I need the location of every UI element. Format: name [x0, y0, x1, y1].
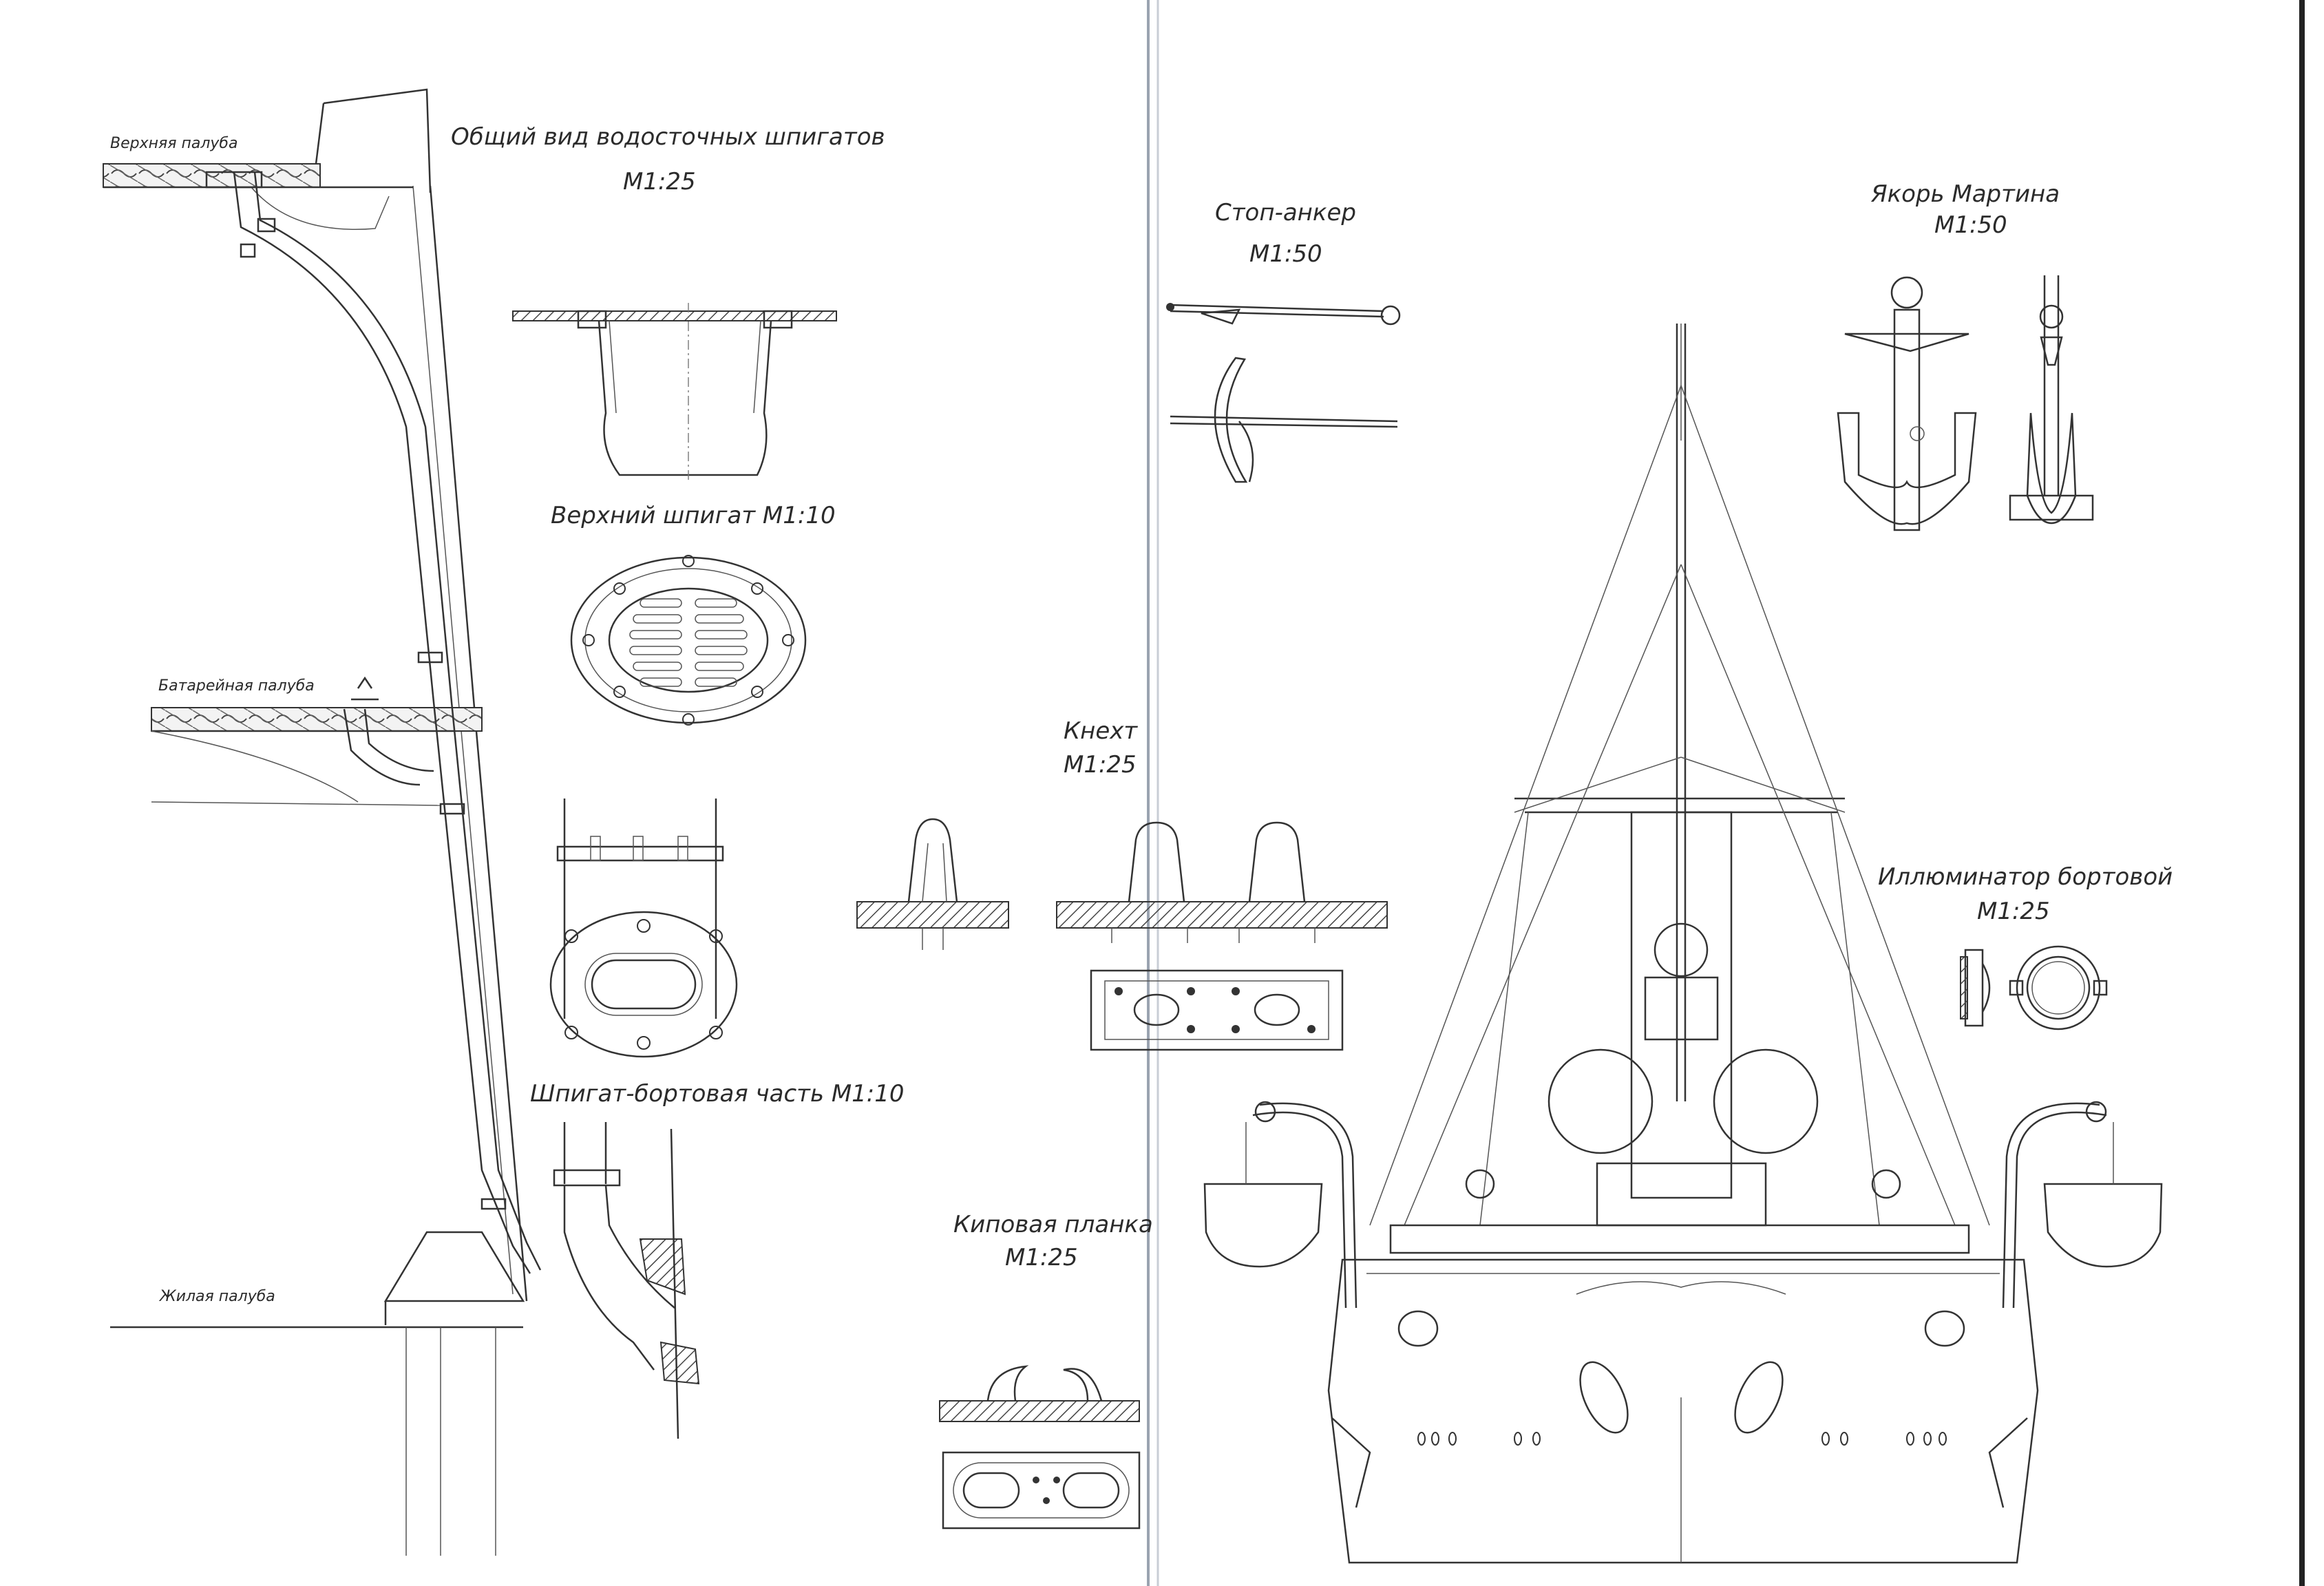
porthole-scale: М1:25 [1977, 898, 2050, 925]
bitt-plan-view [1090, 969, 1344, 1051]
fairlead-plan-view [942, 1451, 1141, 1530]
stop-anchor-side [1166, 303, 1401, 326]
living-deck-label: Жилая палуба [158, 1288, 275, 1305]
martin-anchor-title: Якорь Мартина [1870, 180, 2060, 208]
upper-deck-planking [103, 163, 321, 188]
bitt-title: Кнехт [1064, 717, 1138, 745]
hull-section-view [103, 88, 542, 1556]
martin-anchor-front [1837, 276, 1977, 531]
fairlead-scale: М1:25 [1005, 1244, 1078, 1271]
stop-anchor-title: Стоп-анкер [1215, 199, 1356, 226]
bitt-scale: М1:25 [1064, 751, 1137, 779]
martin-anchor-side [2009, 275, 2094, 525]
upper-deck-label: Верхняя палуба [110, 135, 237, 152]
side-scupper-label: Шпигат-бортовая часть М1:10 [530, 1080, 905, 1108]
martin-anchor-scale: М1:50 [1934, 211, 2007, 239]
upper-scupper-plan [570, 555, 807, 726]
porthole-side-view [1960, 949, 1991, 1027]
stop-anchor-scale: М1:50 [1249, 240, 1322, 268]
side-scupper-elbow [553, 1122, 700, 1439]
fairlead-side-view [939, 1365, 1140, 1422]
battery-deck-planking [151, 707, 483, 732]
stop-anchor-front [1170, 357, 1398, 483]
porthole-front-view [2009, 945, 2108, 1030]
battery-deck-label: Батарейная палуба [158, 677, 315, 695]
book-fold [1147, 0, 2305, 1586]
bitt-front-view [1056, 821, 1388, 943]
porthole-title: Иллюминатор бортовой [1878, 863, 2173, 891]
scupper-section-detail [512, 303, 837, 482]
scuppers-title: Общий вид водосточных шпигатов [451, 123, 885, 151]
upper-scupper-label: Верхний шпигат М1:10 [551, 502, 836, 529]
pipe-clamps [205, 171, 507, 1210]
ship-bow-view [1203, 324, 2163, 1564]
fairlead-title: Киповая планка [953, 1211, 1153, 1238]
side-scupper-flange [549, 799, 738, 1058]
scuppers-scale: М1:25 [623, 168, 696, 195]
bitt-side-view [856, 818, 1009, 950]
